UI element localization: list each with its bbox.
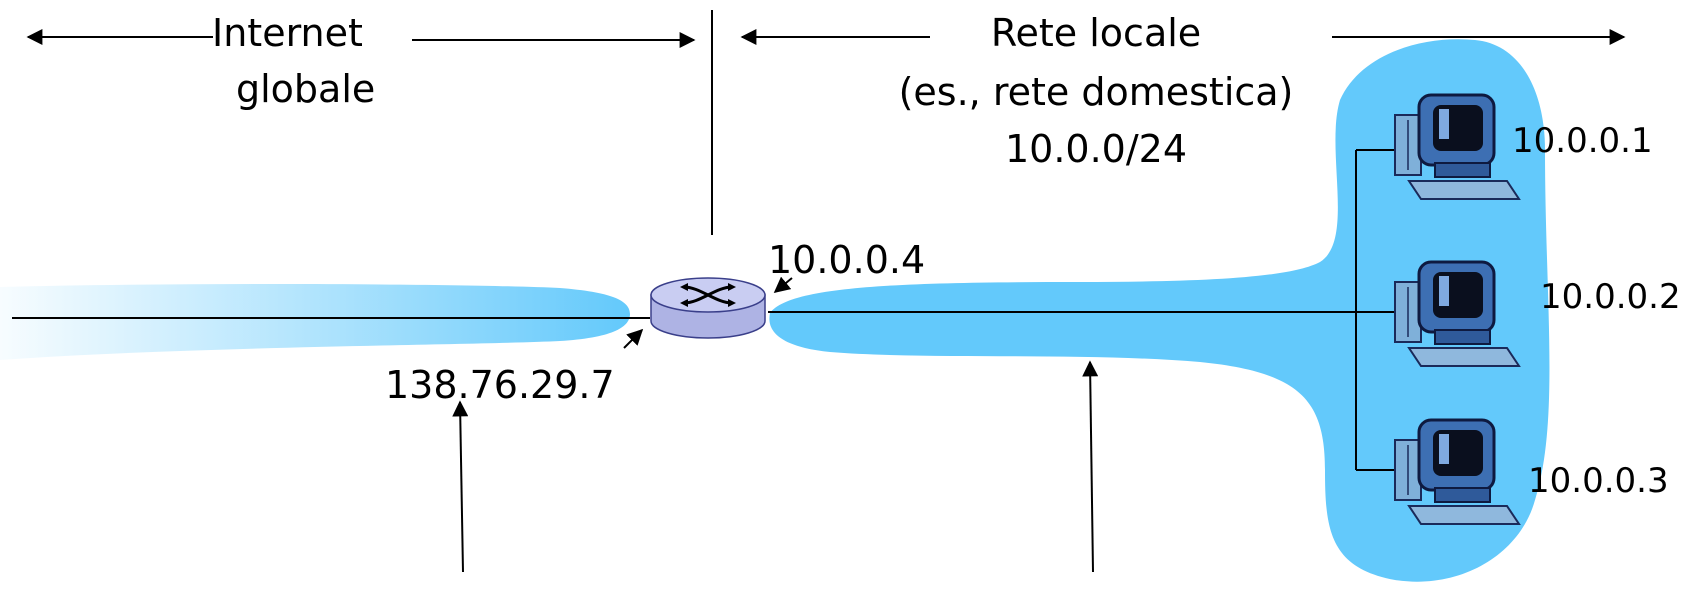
desktop-computer-icon bbox=[1394, 93, 1521, 200]
internet-title: Internet bbox=[212, 11, 363, 55]
public-ip-pointer bbox=[623, 328, 644, 349]
router-public-ip: 138.76.29.7 bbox=[385, 363, 615, 407]
internet-subtitle: globale bbox=[236, 67, 375, 111]
host-ip-label: 10.0.0.2 bbox=[1540, 277, 1681, 317]
lan-area-shade bbox=[769, 39, 1550, 582]
local-subtitle: (es., rete domestica) bbox=[899, 70, 1294, 114]
local-title: Rete locale bbox=[991, 11, 1201, 55]
local-subnet: 10.0.0/24 bbox=[1005, 127, 1187, 171]
internet-link-shade bbox=[0, 284, 630, 360]
host-ip-label: 10.0.0.1 bbox=[1512, 121, 1653, 161]
host-ip-label: 10.0.0.3 bbox=[1528, 461, 1669, 501]
router-lan-ip: 10.0.0.4 bbox=[768, 238, 925, 282]
desktop-computer-icon bbox=[1394, 418, 1521, 525]
pointer-arrow-internet bbox=[452, 400, 469, 573]
lan-ip-pointer bbox=[773, 276, 793, 294]
pointer-arrow-lan bbox=[1082, 360, 1099, 573]
desktop-computer-icon bbox=[1394, 260, 1521, 367]
router-icon bbox=[650, 277, 766, 339]
